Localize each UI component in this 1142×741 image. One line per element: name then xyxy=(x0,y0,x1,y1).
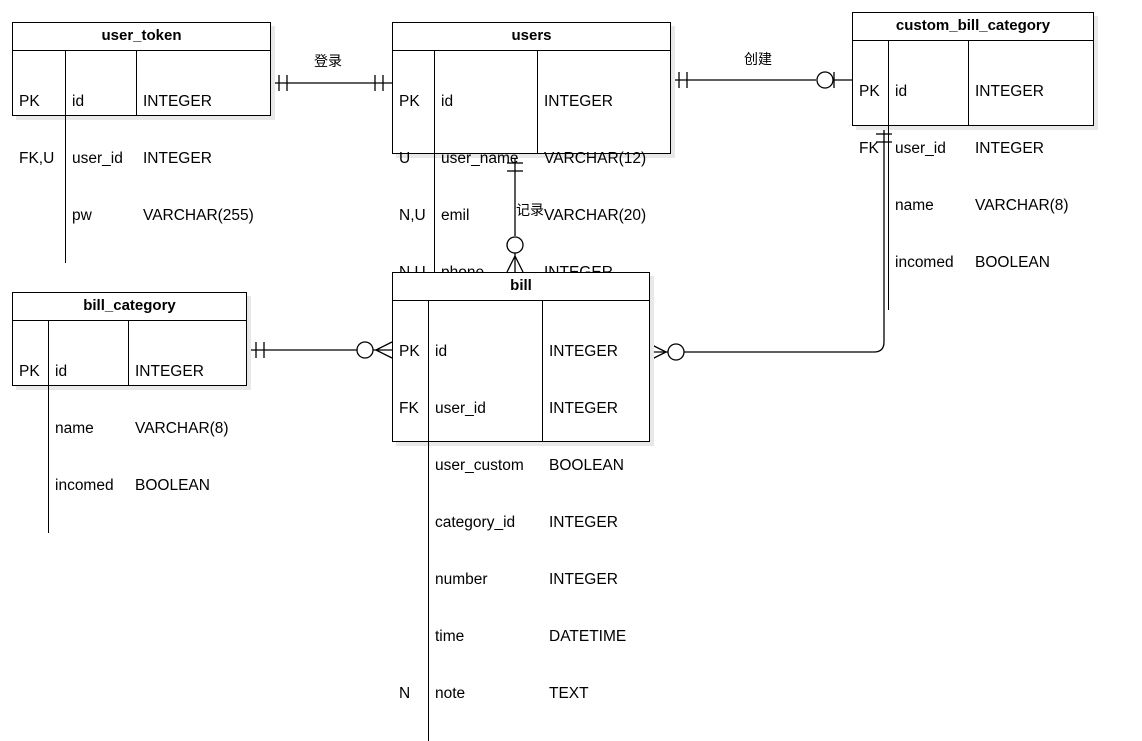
field-column: id name incomed xyxy=(48,321,128,533)
field-cell: incomed xyxy=(55,477,114,494)
key-cell: FK xyxy=(399,400,419,417)
key-cell xyxy=(859,196,888,215)
key-cell xyxy=(399,570,428,589)
field-cell: user_custom xyxy=(435,457,524,474)
type-cell: BOOLEAN xyxy=(135,477,210,494)
key-cell xyxy=(19,206,65,225)
relationship-label-login: 登录 xyxy=(314,54,342,70)
type-cell: BOOLEAN xyxy=(975,254,1050,271)
key-column: PK FK xyxy=(853,41,888,310)
field-cell: id xyxy=(441,93,454,110)
field-cell: note xyxy=(435,685,466,702)
connector-login xyxy=(270,75,392,91)
key-cell xyxy=(859,253,888,272)
type-column: INTEGER INTEGER VARCHAR(255) xyxy=(136,51,270,224)
entity-users[interactable]: users PK U N,U N,U id user_name emil pho… xyxy=(392,22,671,377)
type-cell: INTEGER xyxy=(975,83,1044,100)
key-cell: FK,U xyxy=(19,150,55,167)
key-cell xyxy=(399,627,428,646)
relationship-label-record: 记录 xyxy=(516,203,544,219)
field-cell: user_id xyxy=(72,150,123,167)
type-cell: INTEGER xyxy=(135,363,204,380)
field-cell: time xyxy=(435,628,465,645)
type-cell: VARCHAR(20) xyxy=(544,207,647,224)
type-column: INTEGER INTEGER VARCHAR(8) BOOLEAN xyxy=(968,41,1093,271)
type-column: INTEGER INTEGER BOOLEAN INTEGER INTEGER … xyxy=(542,301,649,702)
key-column: PK FK,U xyxy=(13,51,65,263)
key-cell: PK xyxy=(399,343,420,360)
field-cell: id xyxy=(435,343,448,360)
field-cell: emil xyxy=(441,207,470,224)
type-cell: INTEGER xyxy=(549,400,618,417)
field-cell: id xyxy=(895,83,908,100)
type-cell: INTEGER xyxy=(544,93,613,110)
field-cell: name xyxy=(55,420,94,437)
key-column: PK FK N xyxy=(393,301,428,741)
type-cell: VARCHAR(8) xyxy=(975,197,1069,214)
type-cell: VARCHAR(8) xyxy=(135,420,229,437)
key-cell xyxy=(19,419,48,438)
field-cell: id xyxy=(72,93,85,110)
connector-create xyxy=(670,71,852,89)
entity-title: bill_category xyxy=(13,293,246,321)
key-cell: PK xyxy=(19,93,40,110)
field-column: id user_id name incomed xyxy=(888,41,968,310)
type-column: INTEGER VARCHAR(12) VARCHAR(20) INTEGER … xyxy=(537,51,670,338)
field-cell: category_id xyxy=(435,514,516,531)
entity-title: custom_bill_category xyxy=(853,13,1093,41)
field-cell: number xyxy=(435,571,488,588)
relationship-label-create: 创建 xyxy=(744,52,772,68)
field-cell: user_name xyxy=(441,150,519,167)
type-column: INTEGER VARCHAR(8) BOOLEAN xyxy=(128,321,246,494)
entity-bill[interactable]: bill PK FK N id user_id user_custom cate… xyxy=(392,272,650,741)
key-cell: N,U xyxy=(399,207,426,224)
entity-title: bill xyxy=(393,273,649,301)
type-cell: VARCHAR(12) xyxy=(544,150,647,167)
type-cell: INTEGER xyxy=(549,343,618,360)
field-cell: incomed xyxy=(895,254,954,271)
connector-bill-category xyxy=(247,341,393,359)
entity-bill-category[interactable]: bill_category PK id name incomed INTEGER… xyxy=(12,292,247,533)
type-cell: INTEGER xyxy=(143,93,212,110)
type-cell: INTEGER xyxy=(975,140,1044,157)
key-cell xyxy=(19,476,48,495)
key-cell xyxy=(399,456,428,475)
key-cell: N xyxy=(399,685,411,702)
entity-title: users xyxy=(393,23,670,51)
field-cell: pw xyxy=(72,207,92,224)
entity-user-token[interactable]: user_token PK FK,U id user_id pw INTEGER… xyxy=(12,22,271,263)
field-cell: user_id xyxy=(895,140,946,157)
type-cell: INTEGER xyxy=(549,514,618,531)
key-cell xyxy=(399,513,428,532)
key-cell: U xyxy=(399,150,411,167)
type-cell: INTEGER xyxy=(549,571,618,588)
key-cell: PK xyxy=(19,363,40,380)
type-cell: DATETIME xyxy=(549,628,627,645)
key-cell: FK xyxy=(859,140,879,157)
field-cell: id xyxy=(55,363,68,380)
key-cell: PK xyxy=(399,93,420,110)
field-cell: user_id xyxy=(435,400,486,417)
entity-custom-bill-category[interactable]: custom_bill_category PK FK id user_id na… xyxy=(852,12,1094,310)
type-cell: TEXT xyxy=(549,685,589,702)
entity-title: user_token xyxy=(13,23,270,51)
type-cell: BOOLEAN xyxy=(549,457,624,474)
key-column: PK xyxy=(13,321,48,533)
type-cell: VARCHAR(255) xyxy=(143,207,254,224)
field-column: id user_id user_custom category_id numbe… xyxy=(428,301,542,741)
type-cell: INTEGER xyxy=(143,150,212,167)
field-cell: name xyxy=(895,197,934,214)
field-column: id user_id pw xyxy=(65,51,136,263)
key-cell: PK xyxy=(859,83,880,100)
